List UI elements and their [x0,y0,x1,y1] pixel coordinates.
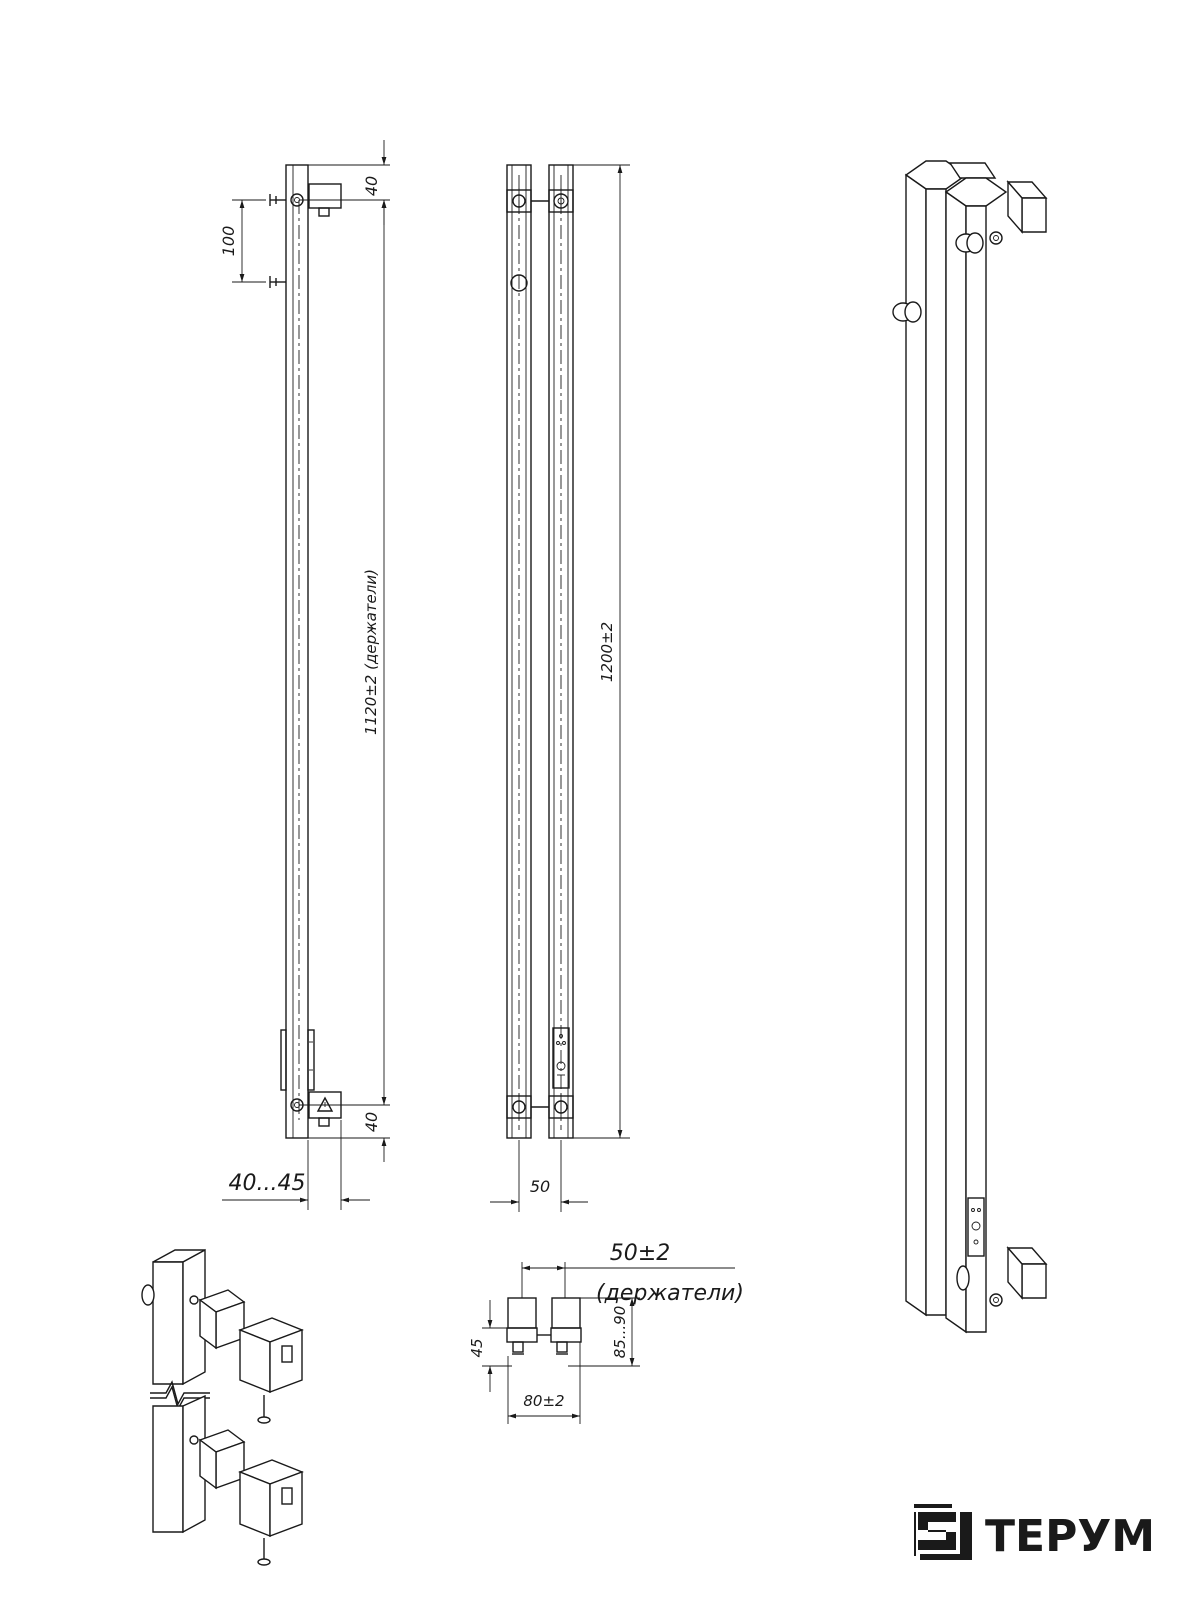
front-view: 1200±2 50 [490,164,630,1212]
dim-depth-45: 45 [468,1338,486,1357]
iso-control-panel-icon [967,1197,985,1257]
dim-hooks-100: 100 [219,226,238,257]
screw-bottom [257,1538,271,1566]
isometric-view [892,160,1048,1334]
dim-total-1200: 1200±2 [598,622,616,682]
warning-triangle-icon [316,1096,334,1112]
screw-top [257,1395,271,1424]
brand-name: ТЕРУМ [985,1511,1155,1562]
dim-wall-offset: 40...45 [229,1171,306,1196]
top-view: 50±2 (держатели) 45 85...90 80±2 [468,1241,744,1424]
dim-bar-spacing: 50 [530,1177,550,1196]
control-panel-icon [552,1027,570,1089]
side-view: 40 100 1120±2 (держатели) 40 40...45 [219,140,390,1210]
hook-bottom [269,276,286,288]
brand-mark-icon [914,1504,972,1560]
dim-width-80: 80±2 [523,1392,564,1410]
dim-top-40: 40 [362,176,381,196]
hook-top [269,194,286,206]
mount-detail [141,1248,304,1566]
dim-bottom-40: 40 [362,1112,381,1132]
dim-holders-1120: 1120±2 (держатели) [362,569,380,735]
dim-depth-range: 85...90 [611,1306,629,1358]
dim-holders-label: (держатели) [596,1281,744,1306]
brand-logo: ТЕРУМ [914,1504,1155,1562]
dim-holders-50: 50±2 [610,1241,670,1266]
